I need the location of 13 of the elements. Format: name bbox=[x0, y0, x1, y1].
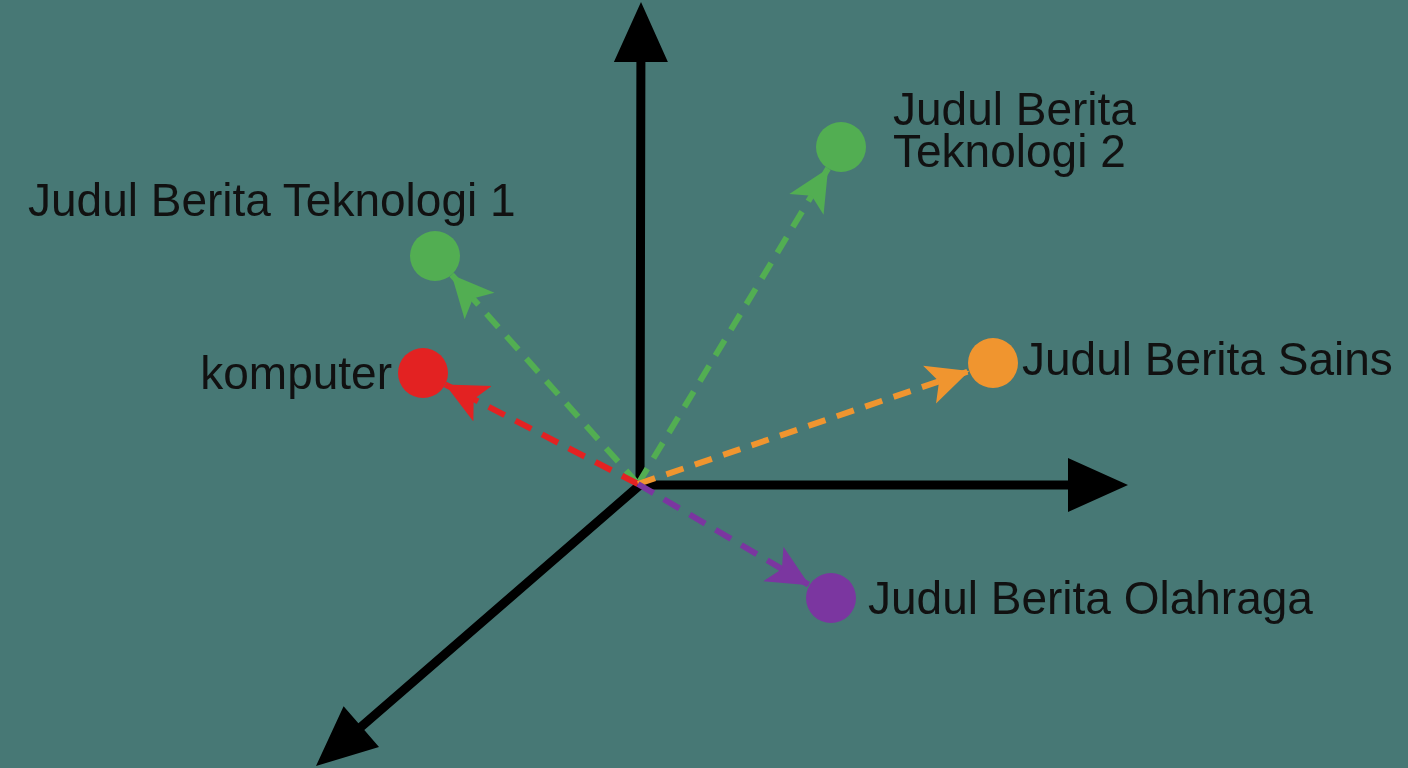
data-point bbox=[806, 573, 856, 623]
dashed-arrow bbox=[443, 381, 640, 487]
point-label: Judul Berita Teknologi 1 bbox=[28, 173, 516, 227]
point-label: komputer bbox=[200, 346, 392, 400]
data-point bbox=[398, 348, 448, 398]
data-point bbox=[968, 338, 1018, 388]
point-label: Judul Berita Teknologi 2 bbox=[893, 82, 1137, 179]
point-label: Judul Berita Sains bbox=[1022, 332, 1393, 386]
data-point bbox=[410, 231, 460, 281]
data-point bbox=[816, 122, 866, 172]
dashed-arrow bbox=[637, 365, 971, 487]
point-label: Judul Berita Olahraga bbox=[868, 571, 1313, 625]
dashed-arrow bbox=[636, 481, 811, 588]
